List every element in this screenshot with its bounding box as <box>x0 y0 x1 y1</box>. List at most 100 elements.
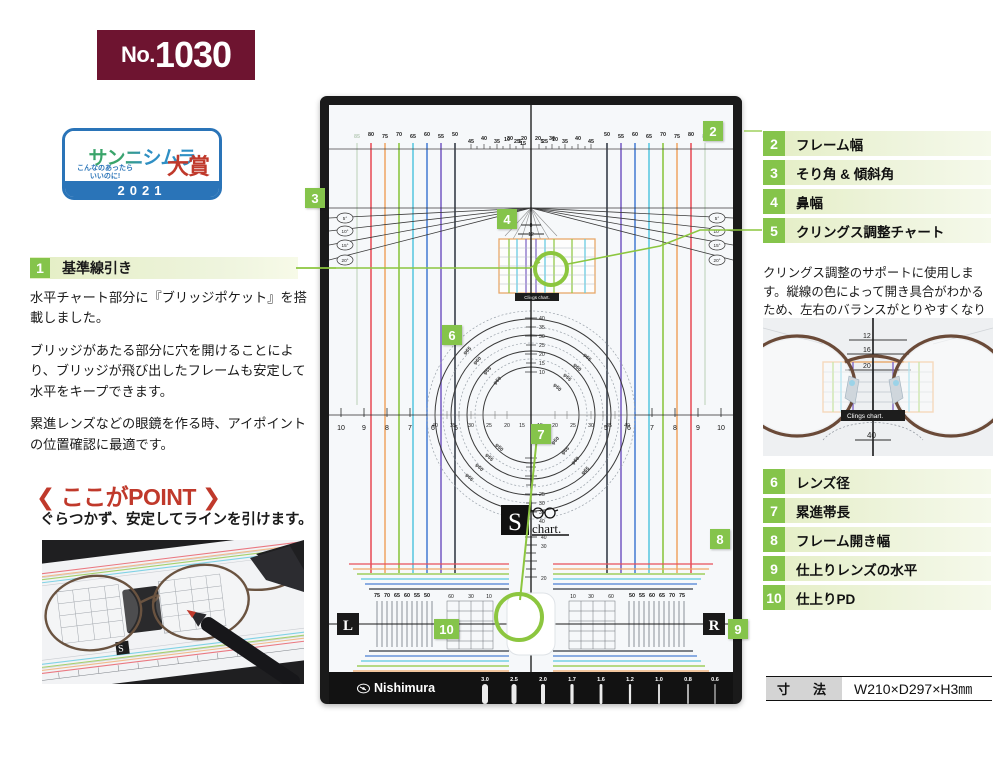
svg-text:30: 30 <box>539 334 545 340</box>
svg-text:40: 40 <box>624 423 630 429</box>
svg-text:60: 60 <box>404 593 410 599</box>
svg-text:20: 20 <box>521 136 527 142</box>
svg-text:25: 25 <box>542 139 548 145</box>
board-badge-7[interactable]: 7 <box>531 424 551 444</box>
board-badge-6[interactable]: 6 <box>442 325 462 345</box>
svg-text:15: 15 <box>539 361 545 367</box>
svg-text:55: 55 <box>639 593 645 599</box>
svg-text:55: 55 <box>618 134 624 140</box>
legend-item-10[interactable]: 10 仕上りPD <box>763 585 991 610</box>
legend-item-6[interactable]: 6 レンズ径 <box>763 469 991 494</box>
svg-text:chart.: chart. <box>532 521 561 536</box>
brand-logo: Nishimura <box>357 681 435 695</box>
svg-text:30: 30 <box>588 594 594 600</box>
svg-text:φ60: φ60 <box>472 356 483 367</box>
svg-text:1.6: 1.6 <box>597 677 605 683</box>
feature-1-header: 1 基準線引き <box>30 257 298 279</box>
legend-item-6-number: 6 <box>763 469 785 494</box>
svg-text:75: 75 <box>674 134 680 140</box>
legend-item-4-label: 鼻幅 <box>796 195 823 211</box>
svg-text:0.6: 0.6 <box>711 677 719 683</box>
svg-text:φ50: φ50 <box>494 442 505 453</box>
svg-text:Clings chart.: Clings chart. <box>847 413 883 420</box>
svg-text:10: 10 <box>552 137 558 143</box>
svg-text:30: 30 <box>588 423 594 429</box>
board-badge-8[interactable]: 8 <box>710 529 730 549</box>
nishimura-mark-icon <box>357 683 370 693</box>
svg-text:70: 70 <box>396 132 402 138</box>
svg-text:60: 60 <box>632 132 638 138</box>
board-badge-4[interactable]: 4 <box>497 209 517 229</box>
legend-item-8[interactable]: 8 フレーム開き幅 <box>763 527 991 552</box>
svg-text:30: 30 <box>539 501 545 507</box>
svg-text:80: 80 <box>368 132 374 138</box>
svg-text:40: 40 <box>432 423 438 429</box>
svg-text:40: 40 <box>539 316 545 322</box>
svg-text:35: 35 <box>562 139 568 145</box>
svg-text:5°: 5° <box>343 216 348 221</box>
legend-item-5-number: 5 <box>763 218 785 243</box>
svg-text:35: 35 <box>606 423 612 429</box>
board-badge-10[interactable]: 10 <box>434 619 459 639</box>
svg-text:Clings chart.: Clings chart. <box>524 295 550 300</box>
award-prize-text: 大賞 <box>166 154 210 179</box>
svg-text:φ60: φ60 <box>570 456 581 467</box>
svg-text:φ50: φ50 <box>552 382 563 393</box>
svg-text:65: 65 <box>659 593 665 599</box>
board-badge-3[interactable]: 3 <box>305 188 325 208</box>
svg-text:φ55: φ55 <box>482 366 493 377</box>
svg-text:10°: 10° <box>714 229 721 234</box>
award-subtitle-line2: いいのに! <box>89 172 121 180</box>
svg-text:1.7: 1.7 <box>568 677 576 683</box>
legend-item-4[interactable]: 4 鼻幅 <box>763 189 991 214</box>
point-slash-left: ❮ <box>36 484 55 510</box>
svg-text:30: 30 <box>468 594 474 600</box>
legend-item-5-description: クリングス調整のサポートに使用します。縦線の色によって開き具合がわかるため、左右… <box>763 266 986 336</box>
point-heading: ❮ ここがPOINT ❯ <box>36 478 221 512</box>
svg-text:40: 40 <box>867 431 876 440</box>
svg-text:15: 15 <box>519 423 525 429</box>
svg-text:φ55: φ55 <box>560 446 571 457</box>
award-subtitle: こんなのあったら いいのに! <box>77 165 133 180</box>
legend-item-9[interactable]: 9 仕上りレンズの水平 <box>763 556 991 581</box>
legend-item-7-label: 累進帯長 <box>796 504 850 520</box>
feature-1-paragraph-1: 水平チャート部分に『ブリッジポケット』を搭載しました。 <box>30 290 307 326</box>
svg-text:3.0: 3.0 <box>481 677 489 683</box>
svg-text:1.2: 1.2 <box>626 677 634 683</box>
legend-item-7-number: 7 <box>763 498 785 523</box>
legend-item-10-label: 仕上りPD <box>796 591 856 607</box>
legend-item-9-label: 仕上りレンズの水平 <box>796 562 918 578</box>
svg-text:8: 8 <box>385 425 389 432</box>
legend-item-2[interactable]: 2 フレーム幅 <box>763 131 991 156</box>
legend-item-5[interactable]: 5 クリングス調整チャート <box>763 218 991 243</box>
photo-clings-adjustment: 12 16 20 <box>763 318 993 456</box>
svg-text:75: 75 <box>374 593 380 599</box>
board-badge-9[interactable]: 9 <box>728 619 748 639</box>
svg-text:0.8: 0.8 <box>684 677 692 683</box>
award-kana-text: サンニシムラ <box>88 143 196 170</box>
award-badge-top: サンニシムラ 大賞 こんなのあったら いいのに! <box>65 131 219 181</box>
svg-text:20: 20 <box>535 136 541 142</box>
legend-item-2-number: 2 <box>763 131 785 156</box>
award-year: 2021 <box>65 181 219 197</box>
photo-clings-adjustment-graphic: 12 16 20 <box>763 318 993 456</box>
svg-text:50: 50 <box>604 132 610 138</box>
svg-text:65: 65 <box>410 134 416 140</box>
highlight-circle-clings <box>533 251 569 287</box>
product-number-value: 1030 <box>154 34 232 75</box>
svg-text:35: 35 <box>539 325 545 331</box>
board-badge-2[interactable]: 2 <box>703 121 723 141</box>
svg-text:1.0: 1.0 <box>655 677 663 683</box>
legend-item-10-number: 10 <box>763 585 785 610</box>
svg-text:20: 20 <box>539 352 545 358</box>
svg-text:φ55: φ55 <box>484 452 495 463</box>
svg-text:45: 45 <box>588 139 594 145</box>
dimensions-row: 寸 法 W210×D297×H3㎜ <box>766 676 992 701</box>
legend-item-7[interactable]: 7 累進帯長 <box>763 498 991 523</box>
svg-text:60: 60 <box>424 132 430 138</box>
legend-item-5-label: クリングス調整チャート <box>796 224 945 240</box>
legend-item-3[interactable]: 3 そり角 & 傾斜角 <box>763 160 991 185</box>
